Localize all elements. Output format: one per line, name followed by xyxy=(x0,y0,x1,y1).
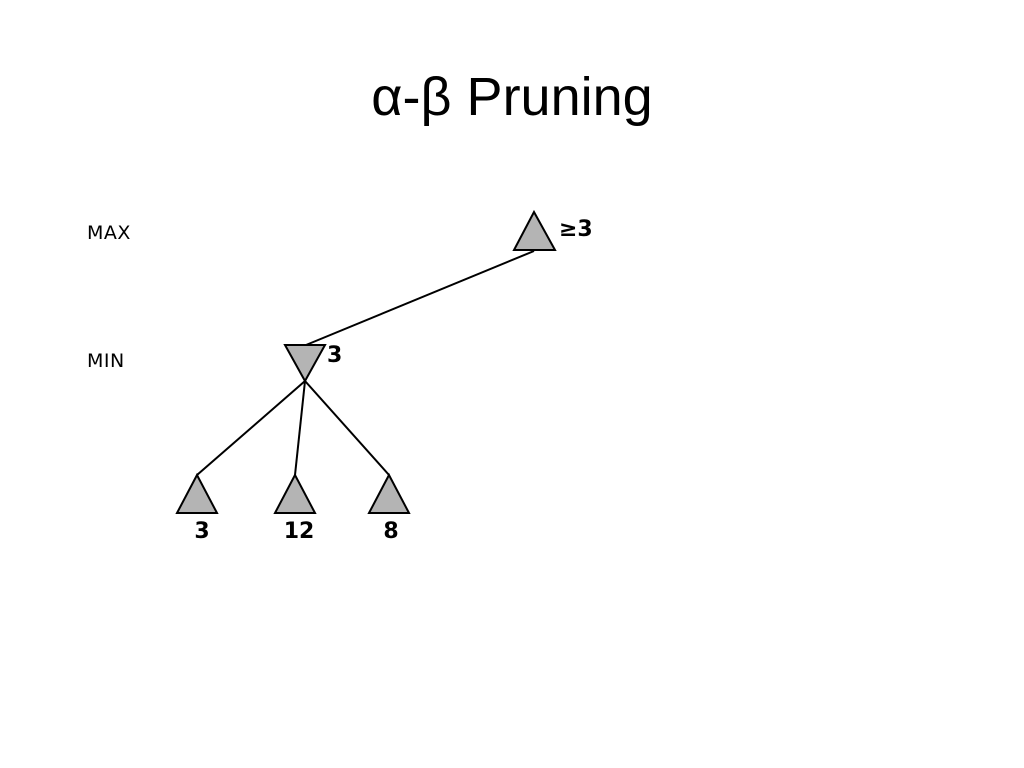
min-node-value: 3 xyxy=(327,343,342,368)
leaf-triangle xyxy=(175,472,219,514)
edge-min-to-leaf-3 xyxy=(304,380,390,476)
leaf-value: 3 xyxy=(194,519,209,544)
slide-title: α-β Pruning xyxy=(371,67,653,127)
edge-min-to-leaf-1 xyxy=(196,380,306,476)
leaf-triangle xyxy=(367,472,411,514)
max-node-value: ≥3 xyxy=(559,217,593,242)
leaf-value: 12 xyxy=(284,519,315,544)
leaf-value: 8 xyxy=(383,519,398,544)
edge-root-to-min xyxy=(305,250,535,346)
max-node-triangle xyxy=(512,209,557,251)
leaf-triangle xyxy=(273,472,317,514)
min-node-triangle xyxy=(283,344,327,384)
min-level-label: MIN xyxy=(87,350,125,372)
edge-min-to-leaf-2 xyxy=(294,380,306,476)
max-level-label: MAX xyxy=(87,222,131,244)
